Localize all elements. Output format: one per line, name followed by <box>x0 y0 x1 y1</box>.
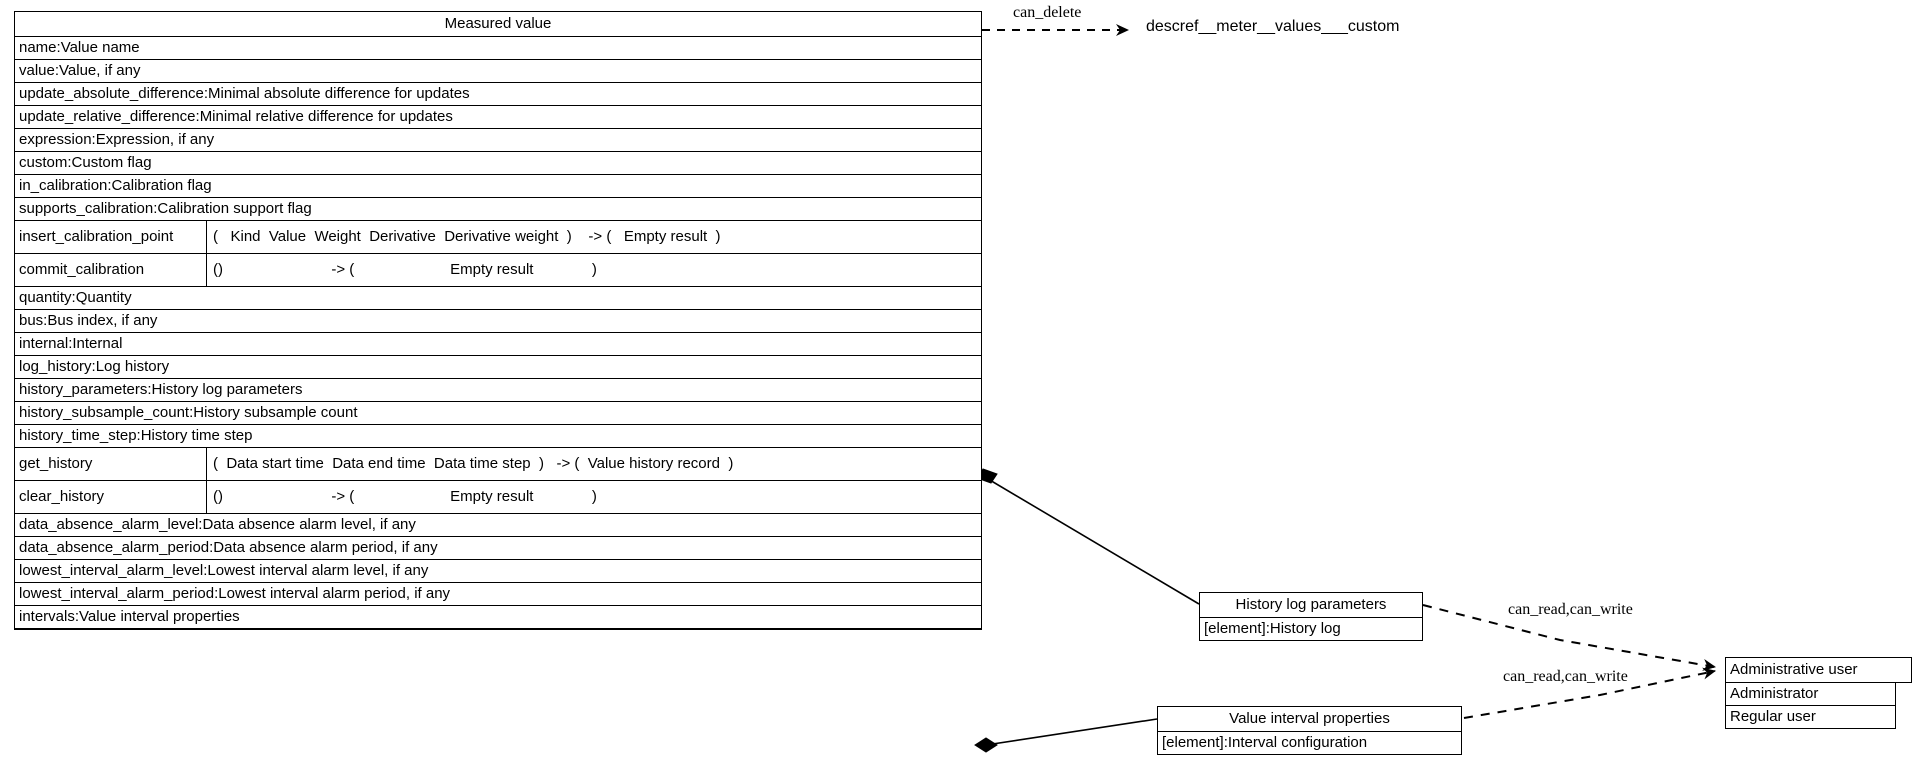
composition-diamond-intervals <box>974 737 998 753</box>
attribute-row[interactable]: value:Value, if any <box>15 60 981 83</box>
attribute-row[interactable]: history_parameters:History log parameter… <box>15 379 981 402</box>
attribute-row[interactable]: lowest_interval_alarm_period:Lowest inte… <box>15 583 981 606</box>
method-row[interactable]: get_history ( Data start time Data end t… <box>15 448 981 481</box>
attribute-row[interactable]: name:Value name <box>15 37 981 60</box>
class-administrative-user[interactable]: Administrative user Administrator Regula… <box>1725 657 1912 729</box>
class-title-measured-value: Measured value <box>15 12 981 37</box>
attribute-row[interactable]: intervals:Value interval properties <box>15 606 981 629</box>
method-row[interactable]: insert_calibration_point ( Kind Value We… <box>15 221 981 254</box>
attribute-row[interactable]: in_calibration:Calibration flag <box>15 175 981 198</box>
method-signature: () -> ( Empty result ) <box>213 261 597 278</box>
edge-label-can-read-write-history: can_read,can_write <box>1508 601 1633 618</box>
attribute-row[interactable]: [element]:Interval configuration <box>1158 732 1461 754</box>
attribute-row[interactable]: history_subsample_count:History subsampl… <box>15 402 981 425</box>
attribute-row[interactable]: lowest_interval_alarm_level:Lowest inter… <box>15 560 981 583</box>
method-name: insert_calibration_point <box>15 221 207 253</box>
method-row[interactable]: clear_history () -> ( Empty result ) <box>15 481 981 514</box>
attribute-row[interactable]: quantity:Quantity <box>15 287 981 310</box>
attribute-row[interactable]: supports_calibration:Calibration support… <box>15 198 981 221</box>
attribute-row[interactable]: data_absence_alarm_level:Data absence al… <box>15 514 981 537</box>
attribute-row[interactable]: internal:Internal <box>15 333 981 356</box>
class-value-interval-properties[interactable]: Value interval properties [element]:Inte… <box>1157 706 1462 755</box>
enum-row[interactable]: Administrator <box>1725 683 1896 706</box>
node-descref-meter-values-custom[interactable]: descref__meter__values___custom <box>1146 18 1400 35</box>
edge-history-parameters <box>982 475 1200 605</box>
method-name: clear_history <box>15 481 207 513</box>
edge-label-can-delete: can_delete <box>1013 4 1082 21</box>
enum-row[interactable]: Regular user <box>1725 706 1896 729</box>
attribute-row[interactable]: log_history:Log history <box>15 356 981 379</box>
attribute-row[interactable]: data_absence_alarm_period:Data absence a… <box>15 537 981 560</box>
method-signature: ( Kind Value Weight Derivative Derivativ… <box>213 228 721 245</box>
attribute-row[interactable]: [element]:History log <box>1200 618 1422 640</box>
class-title-administrative-user: Administrative user <box>1725 657 1912 683</box>
attribute-row[interactable]: update_absolute_difference:Minimal absol… <box>15 83 981 106</box>
attribute-row[interactable]: expression:Expression, if any <box>15 129 981 152</box>
attribute-row[interactable]: custom:Custom flag <box>15 152 981 175</box>
edge-label-can-read-write-intervals: can_read,can_write <box>1503 668 1628 685</box>
class-title-value-interval-properties: Value interval properties <box>1158 707 1461 732</box>
class-measured-value[interactable]: Measured value name:Value name value:Val… <box>14 11 982 630</box>
method-signature: () -> ( Empty result ) <box>213 488 597 505</box>
method-name: get_history <box>15 448 207 480</box>
attribute-row[interactable]: bus:Bus index, if any <box>15 310 981 333</box>
class-history-log-parameters[interactable]: History log parameters [element]:History… <box>1199 592 1423 641</box>
class-title-history-log-parameters: History log parameters <box>1200 593 1422 618</box>
attribute-row[interactable]: update_relative_difference:Minimal relat… <box>15 106 981 129</box>
method-name: commit_calibration <box>15 254 207 286</box>
attribute-row[interactable]: history_time_step:History time step <box>15 425 981 448</box>
method-signature: ( Data start time Data end time Data tim… <box>213 455 734 472</box>
edge-intervals <box>985 718 1158 746</box>
method-row[interactable]: commit_calibration () -> ( Empty result … <box>15 254 981 287</box>
